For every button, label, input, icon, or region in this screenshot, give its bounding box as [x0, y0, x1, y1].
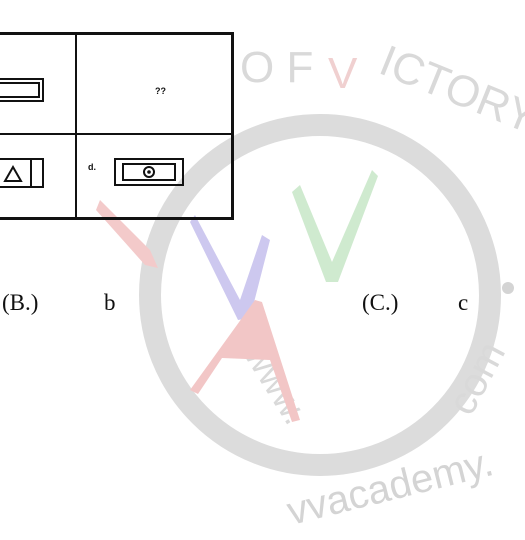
watermark-dot [502, 282, 514, 294]
option-b-text: b [104, 290, 116, 315]
watermark-green-v [292, 170, 378, 282]
watermark-blue-v [190, 215, 270, 320]
table-vertical-divider [75, 35, 77, 217]
watermark-red-a [190, 300, 300, 422]
triangle-rectangle-figure-icon [0, 158, 44, 188]
rectangle-figure-icon [0, 78, 44, 102]
table-horizontal-divider [0, 133, 231, 135]
watermark-top-text: O F [240, 43, 313, 92]
option-b-marker: (B.) [2, 290, 39, 315]
watermark-ictory: ICTORY [373, 36, 525, 143]
missing-figure-mark: ?? [155, 86, 166, 96]
option-c-text: c [458, 290, 469, 315]
watermark-v-letter: V [328, 49, 358, 98]
option-d-label: d. [88, 162, 96, 172]
question-figure-table: ?? d. [0, 32, 234, 220]
option-c-marker: (C.) [362, 290, 399, 315]
watermark-ring [139, 114, 501, 476]
circle-rectangle-figure-icon [114, 158, 184, 186]
